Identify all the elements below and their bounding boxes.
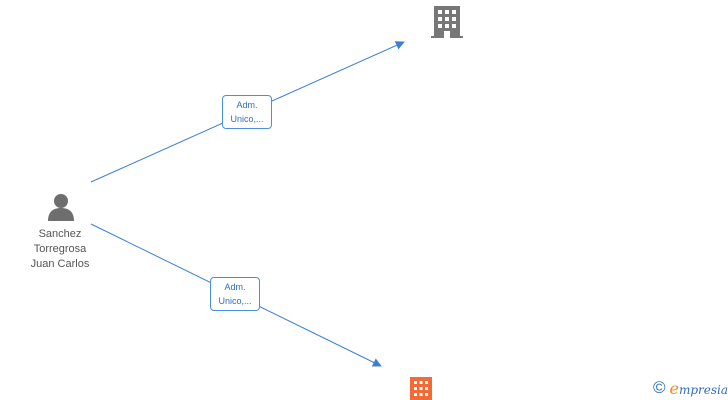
person-name-line: Sanchez xyxy=(38,228,82,240)
brand-logo: empresia xyxy=(669,379,728,398)
relation-label[interactable]: Adm. Unico,... xyxy=(210,277,260,311)
person-name-line: Torregrosa xyxy=(33,243,87,255)
person-icon[interactable] xyxy=(46,192,76,222)
person-name[interactable]: Sanchez Torregrosa Juan Carlos xyxy=(14,227,106,272)
relation-label-line: Unico,... xyxy=(218,296,252,306)
building-icon[interactable] xyxy=(408,376,434,400)
brand-logo-text: mpresia xyxy=(678,382,728,397)
relation-label-line: Adm. xyxy=(224,282,246,292)
building-icon[interactable] xyxy=(431,4,463,38)
relation-label-line: Adm. xyxy=(236,100,258,110)
person-name-line: Juan Carlos xyxy=(30,258,90,270)
relation-label[interactable]: Adm. Unico,... xyxy=(222,95,272,129)
brand-logo-initial: e xyxy=(669,378,679,398)
relation-label-line: Unico,... xyxy=(230,114,264,124)
watermark: © empresia xyxy=(653,378,728,398)
copyright-icon: © xyxy=(652,378,666,397)
